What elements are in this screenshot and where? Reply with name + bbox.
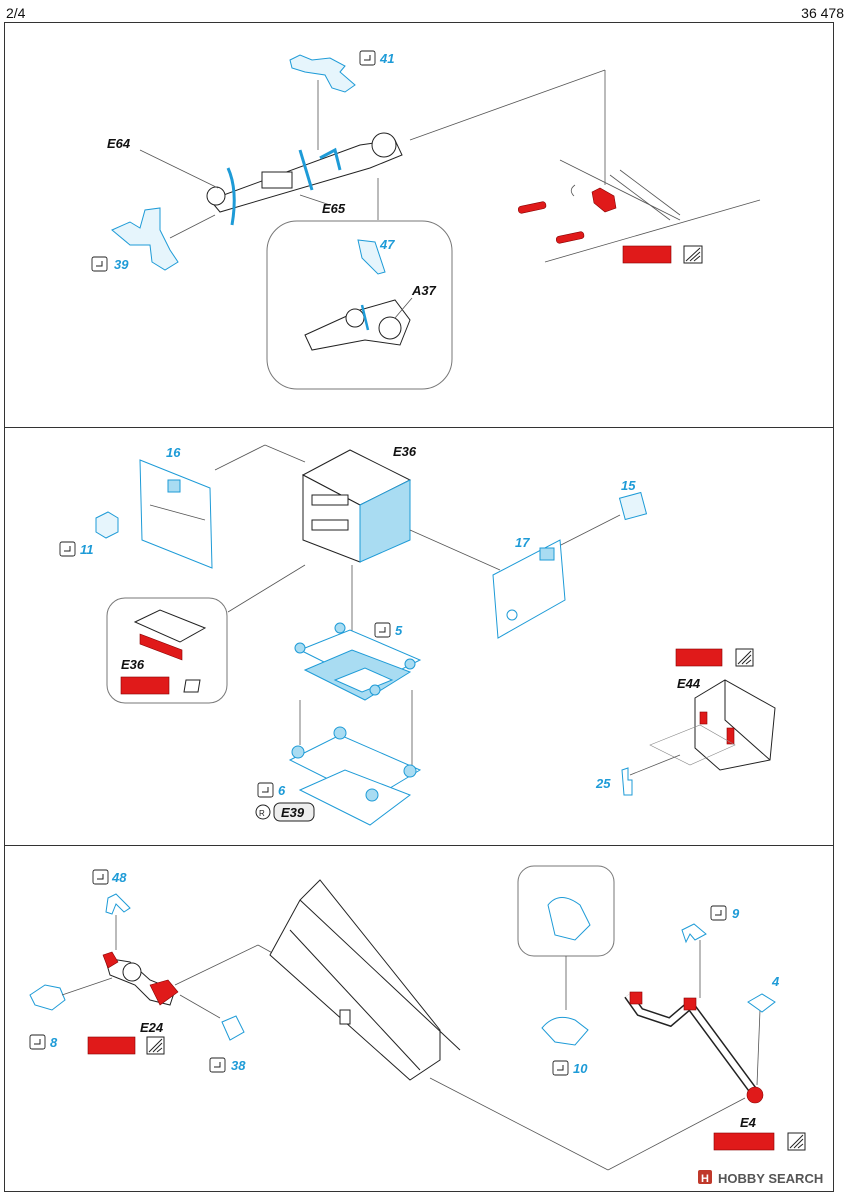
ref-label: E24 [140,1020,164,1035]
svg-text:H: H [701,1173,709,1185]
ref-label: A37 [411,283,437,298]
part-label: 39 [114,257,129,272]
paint-swatch-red [675,648,723,667]
section-divider [4,427,834,428]
paint-finish-icon [787,1132,806,1151]
paint-swatch-red [713,1132,775,1151]
ref-label: E65 [322,201,346,216]
ref-label: E36 [121,657,145,672]
svg-text:R: R [259,809,265,818]
part-label: 48 [111,870,127,885]
section-2-radio-box: 16 11 15 17 5 6 25 E36 E36 E44 R E39 [59,444,776,826]
ref-label: E39 [281,805,305,820]
check-box-icon [209,1057,226,1073]
etch-part-6 [288,690,422,826]
section-1-tow-cable: 41 39 47 E64 E65 A37 [91,50,761,390]
check-box-icon [92,869,109,885]
paint-finish-icon [146,1036,165,1055]
etch-part-11 [95,511,119,539]
section-divider [4,845,834,846]
red-bracket [591,187,617,213]
instruction-frame [4,22,834,1192]
check-box-icon [710,905,727,921]
etch-part-4 [747,993,776,1013]
part-label: 9 [732,906,740,921]
tow-cable-assembly [206,132,403,226]
etch-part-5 [294,622,422,701]
part-label: 4 [771,974,780,989]
etch-part-41 [289,54,356,93]
paint-swatch-red [87,1036,136,1055]
section-3-hull-fittings: 48 8 38 9 4 10 E24 E4 [29,865,806,1171]
paint-swatch-red [120,676,170,695]
etch-part-48 [105,893,131,915]
etch-part-47 [357,239,386,275]
check-box-icon [29,1034,46,1050]
paint-swatch-red [622,245,672,264]
part-label: 8 [50,1035,58,1050]
etch-part-38 [221,1015,245,1041]
check-box-icon [91,256,108,272]
part-label: 5 [395,623,403,638]
hull-section [269,879,461,1081]
ref-label: E4 [740,1115,757,1130]
etch-part-15 [618,491,648,521]
ref-label: E36 [393,444,417,459]
pipe-e4 [624,991,764,1104]
etch-part-39 [111,207,179,271]
etch-part-16 [139,459,213,569]
part-label: 11 [80,542,94,557]
part-label: 16 [166,445,181,460]
check-box-icon [374,622,391,638]
paint-finish-icon [735,648,754,667]
red-bracket [555,231,585,244]
page-number: 2/4 [6,5,26,21]
part-label: 38 [231,1058,246,1073]
radio-box-e36 [301,449,412,563]
ref-label: E44 [677,676,701,691]
check-box-icon [359,50,376,66]
watermark: H HOBBY SEARCH [698,1170,823,1186]
fitting-e24 [102,951,179,1006]
watermark-text: HOBBY SEARCH [718,1171,823,1186]
etch-part-9 [681,923,707,944]
part-label: 6 [278,783,286,798]
part-label: 10 [573,1061,588,1076]
plastic-part-reference: R E39 [255,802,315,822]
part-label: 47 [379,237,395,252]
part-label: 15 [621,478,636,493]
red-bracket [517,201,547,214]
hull-plate-detail [517,159,761,263]
check-box-icon [257,782,274,798]
sheet-code: 36 478 [801,5,844,21]
ref-label: E64 [107,136,131,151]
check-box-icon [59,541,76,557]
etch-part-25 [621,767,633,796]
check-box-icon [552,1060,569,1076]
part-label: 41 [379,51,394,66]
etch-part-10 [541,1016,589,1046]
part-label: 25 [595,776,611,791]
paint-finish-icon [683,245,703,264]
box-e44 [694,679,776,771]
part-label: 17 [515,535,530,550]
etch-part-8 [29,984,66,1011]
